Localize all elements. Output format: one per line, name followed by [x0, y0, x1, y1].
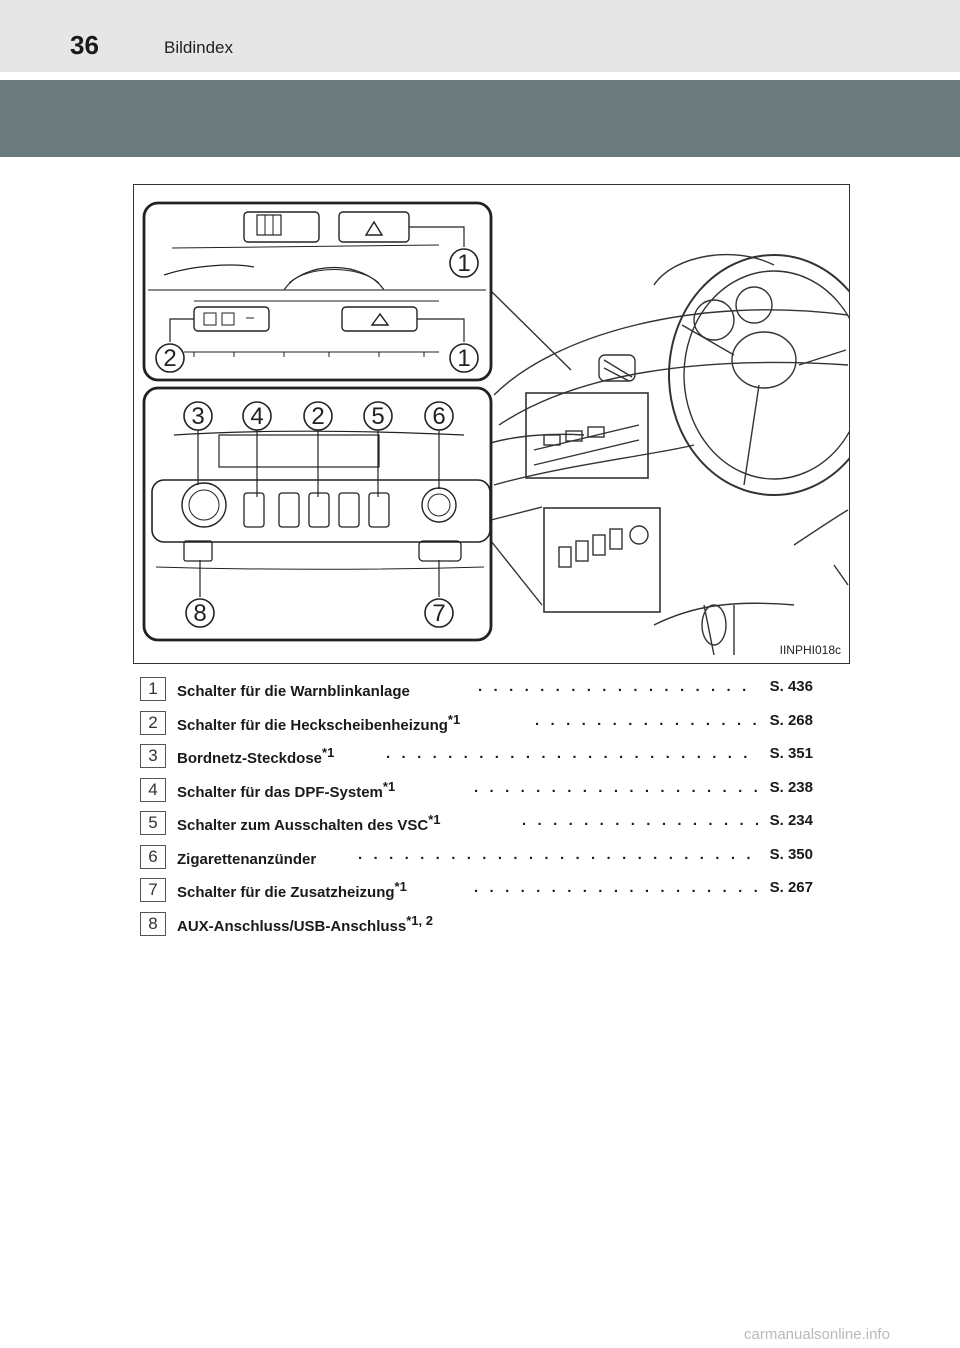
list-item: 1 Schalter für die Warnblinkanlage . . .…: [140, 675, 840, 709]
item-label: Schalter für das DPF-System*1: [177, 778, 396, 801]
list-item: 6 Zigarettenanzünder . . . . . . . . . .…: [140, 843, 840, 877]
item-list: 1 Schalter für die Warnblinkanlage . . .…: [140, 675, 840, 943]
callout-label: 2: [163, 345, 176, 372]
page-reference[interactable]: S. 267: [769, 879, 813, 896]
item-label: AUX-Anschluss/USB-Anschluss*1, 2: [177, 912, 433, 935]
section-title: Bildindex: [164, 38, 233, 57]
item-number: 8: [140, 911, 166, 936]
page-reference[interactable]: S. 436: [769, 678, 813, 695]
callout-label: 4: [250, 403, 263, 430]
callout-label: 1: [457, 345, 470, 372]
list-item: 8 AUX-Anschluss/USB-Anschluss*1, 2: [140, 910, 840, 944]
page-reference[interactable]: S. 238: [769, 778, 813, 796]
page-number: 36: [70, 30, 99, 60]
item-label: Bordnetz-Steckdose*1: [177, 745, 335, 767]
dashboard-illustration: 1 2 1: [133, 184, 850, 664]
header-bar: [0, 0, 960, 72]
callout-label: 7: [432, 600, 445, 627]
item-number: 5: [140, 811, 166, 835]
image-code: IINPHI018c: [779, 643, 841, 657]
callout-label: 5: [371, 403, 384, 430]
item-number: 3: [140, 744, 166, 768]
page-reference[interactable]: S. 234: [769, 812, 813, 829]
item-number: 4: [140, 777, 166, 802]
watermark: carmanualsonline.info: [744, 1326, 890, 1343]
list-item: 5 Schalter zum Ausschalten des VSC*1 . .…: [140, 809, 840, 843]
item-number: 2: [140, 710, 166, 735]
item-number: 6: [140, 844, 166, 869]
page-reference[interactable]: S. 351: [769, 745, 813, 762]
page-reference[interactable]: S. 350: [769, 845, 813, 863]
callout-label: 1: [457, 250, 470, 277]
list-item: 4 Schalter für das DPF-System*1 . . . . …: [140, 776, 840, 810]
callout-label: 2: [311, 403, 324, 430]
callout-label: 8: [193, 600, 206, 627]
item-label: Schalter für die Zusatzheizung*1: [177, 879, 407, 901]
dashboard-drawing: 1 2 1: [142, 201, 849, 656]
item-label: Schalter für die Heckscheibenheizung*1: [177, 711, 461, 734]
item-label: Schalter für die Warnblinkanlage: [177, 683, 410, 700]
list-item: 7 Schalter für die Zusatzheizung*1 . . .…: [140, 876, 840, 910]
callout-label: 6: [432, 403, 445, 430]
list-item: 3 Bordnetz-Steckdose*1 . . . . . . . . .…: [140, 742, 840, 776]
page-reference[interactable]: S. 268: [769, 711, 813, 729]
item-number: 1: [140, 677, 166, 701]
item-label: Schalter zum Ausschalten des VSC*1: [177, 812, 441, 834]
item-label: Zigarettenanzünder: [177, 850, 317, 868]
header-band: [0, 80, 960, 157]
list-item: 2 Schalter für die Heckscheibenheizung*1…: [140, 709, 840, 743]
item-number: 7: [140, 878, 166, 902]
callout-label: 3: [191, 403, 204, 430]
